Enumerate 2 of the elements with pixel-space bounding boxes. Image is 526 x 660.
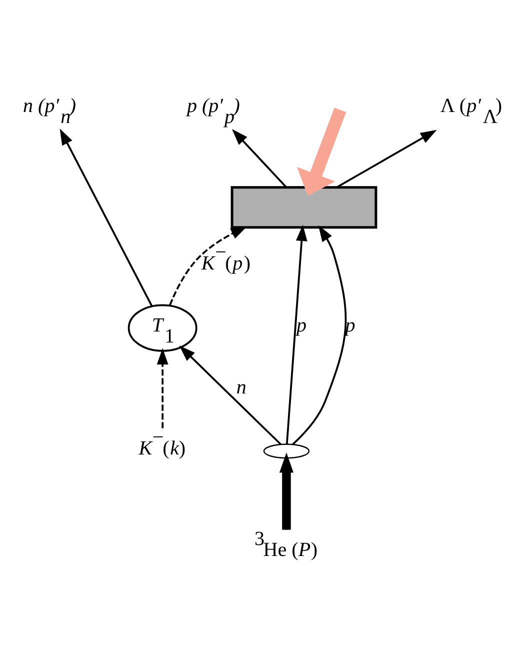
edge-label: p <box>296 314 306 336</box>
edge-label: n <box>236 376 246 398</box>
